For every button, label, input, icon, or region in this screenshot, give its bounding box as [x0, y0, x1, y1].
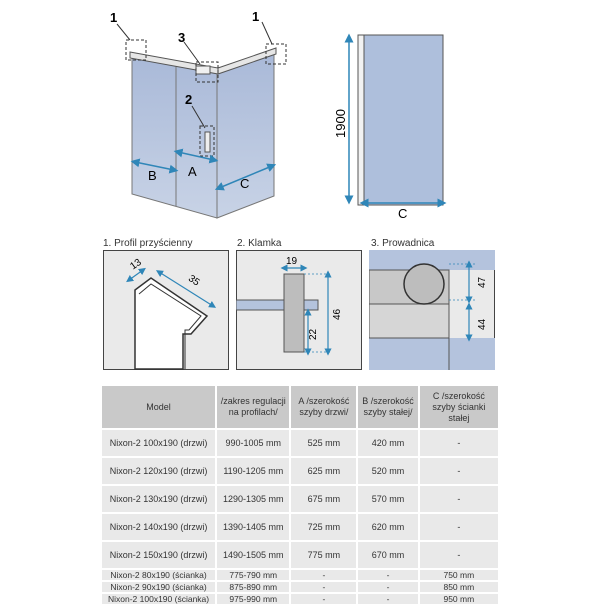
- cell-range: 1490-1505 mm: [217, 542, 290, 568]
- callout-box-1-right: [265, 43, 287, 65]
- cell-a: -: [291, 594, 357, 604]
- detail-guide: 47 44: [369, 250, 495, 370]
- cell-a: 725 mm: [291, 514, 357, 540]
- cell-model: Nixon-2 90x190 (ścianka): [102, 582, 216, 592]
- cell-a: -: [291, 582, 357, 592]
- dim-a-arrow: [173, 148, 219, 164]
- cell-model: Nixon-2 140x190 (drzwi): [102, 514, 216, 540]
- spec-table: Model /zakres regulacji na profilach/ A …: [100, 384, 500, 606]
- col-range: /zakres regulacji na profilach/: [217, 386, 290, 428]
- callout-3: 3: [178, 30, 185, 45]
- table-row: Nixon-2 120x190 (drzwi) 1190-1205 mm 625…: [102, 458, 498, 484]
- cell-c: 850 mm: [419, 582, 498, 592]
- cell-range: 1390-1405 mm: [217, 514, 290, 540]
- cell-b: -: [358, 570, 418, 580]
- dim-a-label: A: [188, 164, 197, 179]
- cell-model: Nixon-2 100x190 (drzwi): [102, 430, 216, 456]
- table-row: Nixon-2 100x190 (ścianka) 975-990 mm - -…: [102, 594, 498, 604]
- table-row: Nixon-2 150x190 (drzwi) 1490-1505 mm 775…: [102, 542, 498, 568]
- col-c: C /szerokość szyby ścianki stałej: [419, 386, 498, 428]
- handle: [204, 131, 211, 153]
- cell-model: Nixon-2 150x190 (drzwi): [102, 542, 216, 568]
- front-glass-panel: [131, 55, 218, 219]
- cell-c: -: [419, 542, 498, 568]
- guide-roller: [195, 65, 211, 75]
- handle-dim-22: 22: [308, 328, 319, 340]
- detail-handle-title: 2. Klamka: [237, 238, 282, 249]
- guide-dim-44: 44: [477, 318, 488, 330]
- callout-1-left: 1: [110, 10, 117, 25]
- detail-handle: 19 22 46: [236, 250, 362, 370]
- cell-c: -: [419, 486, 498, 512]
- cell-range: 875-890 mm: [217, 582, 290, 592]
- cell-range: 1290-1305 mm: [217, 486, 290, 512]
- side-glass-panel: [216, 51, 275, 219]
- side-elevation-panel: [362, 34, 444, 206]
- handle-dim-46: 46: [332, 308, 343, 320]
- dim-b-label: B: [148, 168, 157, 183]
- table-row: Nixon-2 130x190 (drzwi) 1290-1305 mm 675…: [102, 486, 498, 512]
- height-label: 1900: [333, 109, 348, 138]
- cell-b: -: [358, 594, 418, 604]
- col-model: Model: [102, 386, 216, 428]
- cell-a: -: [291, 570, 357, 580]
- cell-range: 975-990 mm: [217, 594, 290, 604]
- cell-b: -: [358, 582, 418, 592]
- cell-range: 775-790 mm: [217, 570, 290, 580]
- cell-a: 625 mm: [291, 458, 357, 484]
- enclosure-diagram: 1 3 1 2 B A C 1900 C: [110, 9, 447, 221]
- col-a: A /szerokość szyby drzwi/: [291, 386, 357, 428]
- table-row: Nixon-2 80x190 (ścianka) 775-790 mm - - …: [102, 570, 498, 580]
- detail-profile-title: 1. Profil przyścienny: [103, 238, 193, 249]
- callout-1-right: 1: [252, 9, 259, 24]
- cell-b: 520 mm: [358, 458, 418, 484]
- table-row: Nixon-2 140x190 (drzwi) 1390-1405 mm 725…: [102, 514, 498, 540]
- cell-b: 420 mm: [358, 430, 418, 456]
- detail-guide-title: 3. Prowadnica: [371, 238, 435, 249]
- dim-c-label: C: [240, 176, 249, 191]
- table-header-row: Model /zakres regulacji na profilach/ A …: [102, 386, 498, 428]
- callout-box-3: [195, 61, 219, 83]
- callout-2: 2: [185, 92, 192, 107]
- detail-profile: 13 35: [103, 250, 229, 370]
- cell-model: Nixon-2 80x190 (ścianka): [102, 570, 216, 580]
- table-row: Nixon-2 100x190 (drzwi) 990-1005 mm 525 …: [102, 430, 498, 456]
- cell-c: -: [419, 430, 498, 456]
- cell-model: Nixon-2 120x190 (drzwi): [102, 458, 216, 484]
- cell-range: 990-1005 mm: [217, 430, 290, 456]
- cell-a: 675 mm: [291, 486, 357, 512]
- cell-a: 775 mm: [291, 542, 357, 568]
- width-label: C: [398, 206, 407, 221]
- cell-model: Nixon-2 130x190 (drzwi): [102, 486, 216, 512]
- cell-a: 525 mm: [291, 430, 357, 456]
- guide-dim-47: 47: [477, 276, 488, 288]
- table-row: Nixon-2 90x190 (ścianka) 875-890 mm - - …: [102, 582, 498, 592]
- handle-dim-19: 19: [286, 256, 298, 267]
- cell-b: 620 mm: [358, 514, 418, 540]
- cell-model: Nixon-2 100x190 (ścianka): [102, 594, 216, 604]
- cell-b: 670 mm: [358, 542, 418, 568]
- col-b: B /szerokość szyby stałej/: [358, 386, 418, 428]
- callout-box-1-left: [125, 39, 147, 61]
- cell-c: 750 mm: [419, 570, 498, 580]
- cell-c: 950 mm: [419, 594, 498, 604]
- cell-c: -: [419, 514, 498, 540]
- dim-c-arrow: [214, 163, 277, 191]
- cell-b: 570 mm: [358, 486, 418, 512]
- cell-range: 1190-1205 mm: [217, 458, 290, 484]
- cell-c: -: [419, 458, 498, 484]
- dim-b-arrow: [130, 158, 179, 174]
